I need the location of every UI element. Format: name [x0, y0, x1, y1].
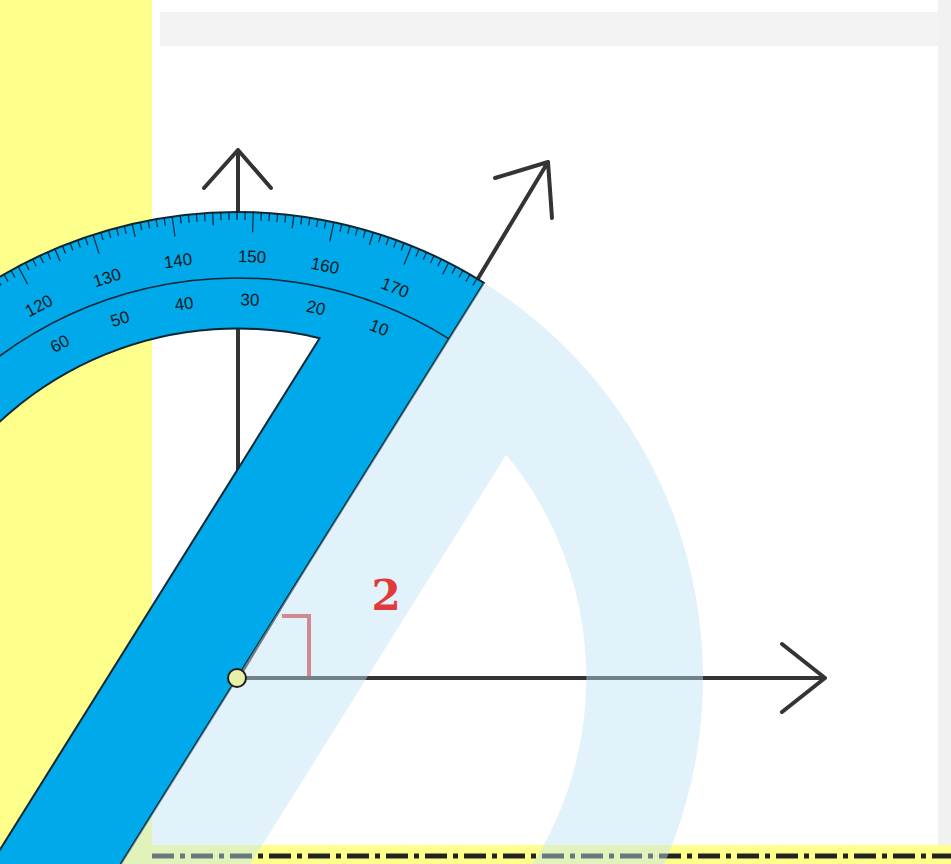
scale-tick — [137, 222, 145, 230]
scale-tick — [13, 267, 33, 285]
scale-tick — [106, 230, 114, 238]
scale-tick — [244, 212, 262, 232]
inner-scale-number: 30 — [240, 291, 260, 309]
outer-scale-number: 150 — [237, 248, 266, 266]
scale-tick — [466, 274, 470, 281]
scale-tick — [282, 215, 289, 223]
scale-tick — [346, 226, 352, 234]
scale-tick — [385, 237, 391, 245]
scale-tick — [430, 256, 435, 263]
scale-tick — [288, 215, 299, 228]
scale-tick — [314, 219, 320, 227]
scale-tick — [177, 215, 185, 223]
scale-tick — [459, 270, 464, 277]
scale-tick — [217, 212, 224, 220]
inner-scale-number: 40 — [174, 294, 195, 313]
scale-tick — [51, 249, 64, 261]
scale-tick — [400, 243, 405, 250]
top-band — [160, 12, 940, 46]
scale-tick — [0, 279, 3, 286]
scale-tick — [442, 263, 450, 275]
scale-tick — [306, 218, 313, 226]
scale-tick — [338, 224, 344, 232]
scale-tick — [207, 213, 219, 226]
scale-tick — [266, 213, 273, 221]
scale-tick — [67, 243, 75, 250]
inner-scale-number: 60 — [47, 332, 72, 356]
scale-tick — [75, 240, 83, 248]
scale-tick — [161, 218, 169, 226]
scale-tick — [83, 237, 91, 245]
inner-scale-number: 20 — [305, 298, 327, 319]
scale-tick — [452, 267, 457, 274]
scale-tick — [201, 213, 208, 221]
scale-tick — [153, 219, 161, 227]
center-point — [228, 669, 246, 687]
scale-tick — [164, 217, 183, 237]
scale-tick — [38, 256, 46, 263]
scale-tick — [274, 214, 281, 222]
scale-tick — [60, 246, 68, 253]
right-band — [938, 0, 951, 845]
scale-tick — [367, 232, 377, 244]
scale-tick — [401, 246, 414, 265]
scale-tick — [298, 217, 305, 225]
scale-tick — [30, 259, 38, 266]
scale-tick — [98, 232, 106, 240]
inner-scale-number: 50 — [109, 307, 132, 329]
scale-tick — [193, 214, 200, 222]
outer-scale-number: 120 — [23, 292, 56, 320]
scale-tick — [225, 212, 232, 220]
scale-tick — [258, 213, 265, 221]
scale-tick — [121, 226, 129, 234]
scale-tick — [241, 212, 248, 220]
scale-tick — [45, 252, 53, 259]
inner-scale-number: 10 — [367, 316, 391, 339]
scale-tick — [233, 212, 240, 220]
scale-tick — [473, 279, 477, 286]
scale-tick — [377, 235, 383, 243]
scale-tick — [86, 235, 106, 254]
outer-scale-number: 140 — [163, 251, 193, 272]
scale-tick — [422, 252, 427, 259]
scale-tick — [127, 224, 140, 237]
scale-tick — [145, 221, 153, 229]
scale-tick — [2, 274, 10, 281]
outer-scale-number: 170 — [378, 274, 411, 300]
outer-scale-number: 130 — [91, 265, 123, 290]
scale-tick — [415, 249, 420, 256]
scale-tick — [114, 228, 122, 236]
scale-tick — [361, 230, 367, 238]
scale-tick — [392, 240, 398, 248]
scale-tick — [437, 259, 442, 266]
scale-tick — [322, 221, 328, 229]
protractor — [0, 36, 879, 864]
outer-scale-number: 160 — [309, 255, 340, 278]
scale-tick — [9, 270, 17, 277]
ghost-body — [0, 283, 879, 864]
scale-tick — [354, 228, 360, 236]
scale-tick — [23, 263, 31, 270]
scale-tick — [185, 215, 193, 223]
angle-number: 2 — [371, 575, 400, 617]
scale-tick — [324, 222, 340, 242]
ghost-protractor — [0, 283, 879, 864]
